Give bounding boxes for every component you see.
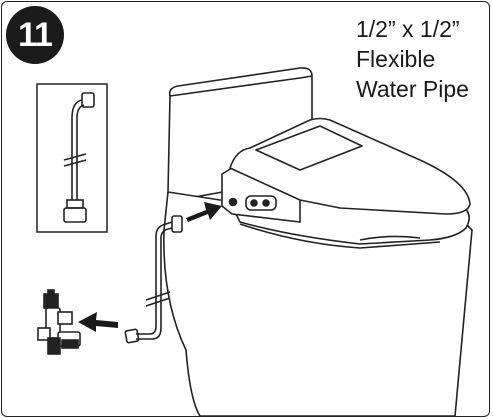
angle-valve-icon: [37, 289, 81, 355]
smart-toilet-icon: [163, 67, 473, 417]
arrow-to-valve-icon: [78, 312, 118, 332]
arrow-to-inlet-icon: [186, 202, 222, 222]
caption-line-1: 1/2” x 1/2”: [356, 16, 460, 42]
flexible-water-pipe-icon: [124, 215, 183, 344]
caption-line-2: Flexible: [356, 46, 436, 72]
caption-line-3: Water Pipe: [356, 76, 469, 102]
pipe-inset: [36, 83, 108, 233]
inset-flexible-pipe-icon: [63, 92, 95, 223]
part-caption: 1/2” x 1/2” Flexible Water Pipe: [356, 14, 486, 104]
step-number-badge: 11: [6, 6, 64, 64]
